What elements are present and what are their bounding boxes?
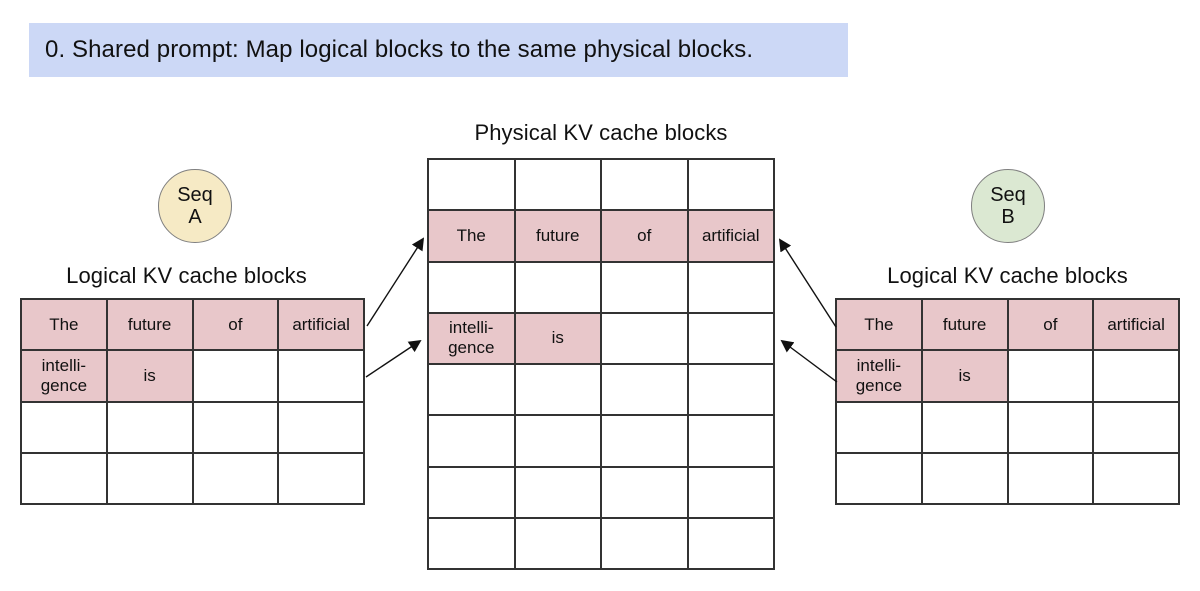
kv-block-cell-empty — [837, 453, 923, 505]
kv-block-cell-empty — [837, 402, 923, 454]
kv-block-cell-empty — [279, 351, 365, 403]
kv-block-cell-empty — [193, 351, 280, 403]
kv-block-cell-empty — [688, 518, 775, 570]
kv-block-cell-empty — [602, 518, 689, 570]
kv-block-cell-empty — [515, 160, 602, 212]
kv-block-cell-filled: future — [922, 300, 1009, 352]
kv-block-cell-filled: future — [515, 211, 602, 263]
kv-block-cell-empty — [1094, 453, 1180, 505]
kv-block-cell-filled: is — [515, 313, 602, 365]
kv-block-cell-filled: intelli- gence — [22, 351, 108, 403]
kv-block-cell-empty — [279, 402, 365, 454]
kv-block-cell-empty — [688, 160, 775, 212]
kv-block-cell-filled: is — [922, 351, 1009, 403]
kv-block-cell-empty — [688, 262, 775, 314]
kv-block-cell-empty — [279, 453, 365, 505]
kv-block-cell-empty — [602, 467, 689, 519]
kv-block-cell-filled: artificial — [279, 300, 365, 352]
kv-block-cell-filled: of — [193, 300, 280, 352]
kv-block-cell-empty — [688, 467, 775, 519]
kv-block-cell-filled: artificial — [688, 211, 775, 263]
kv-block-cell-empty — [429, 518, 516, 570]
kv-block-cell-empty — [429, 365, 516, 417]
kv-block-cell-empty — [107, 402, 194, 454]
kv-block-cell-empty — [193, 402, 280, 454]
kv-block-cell-empty — [22, 453, 108, 505]
kv-block-cell-empty — [1094, 402, 1180, 454]
kv-block-cell-empty — [688, 365, 775, 417]
kv-block-cell-filled: The — [837, 300, 923, 352]
kv-block-cell-filled: artificial — [1094, 300, 1180, 352]
kv-block-cell-empty — [602, 160, 689, 212]
kv-block-cell-empty — [602, 313, 689, 365]
arrow-seq-b-block1 — [780, 339, 838, 383]
kv-block-cell-empty — [515, 518, 602, 570]
kv-block-cell-empty — [429, 160, 516, 212]
kv-block-cell-empty — [602, 416, 689, 468]
kv-block-cell-filled: The — [22, 300, 108, 352]
seq-a-badge: Seq A — [158, 169, 232, 243]
kv-block-cell-empty — [515, 467, 602, 519]
kv-block-cell-empty — [1008, 402, 1095, 454]
kv-block-cell-empty — [515, 416, 602, 468]
arrow-seq-b-block0 — [778, 238, 837, 328]
seq-b-label: Seq B — [990, 183, 1026, 228]
kv-block-cell-empty — [1008, 351, 1095, 403]
kv-block-cell-empty — [922, 402, 1009, 454]
arrow-seq-a-block1 — [365, 339, 422, 378]
seq-a-logical-table-title: Logical KV cache blocks — [66, 263, 307, 288]
seq-b-logical-table-title: Logical KV cache blocks — [887, 263, 1128, 288]
kv-block-cell-empty — [688, 313, 775, 365]
kv-block-cell-empty — [1094, 351, 1180, 403]
kv-block-cell-empty — [22, 402, 108, 454]
kv-block-cell-filled: The — [429, 211, 516, 263]
kv-block-cell-empty — [602, 365, 689, 417]
kv-block-cell-filled: is — [107, 351, 194, 403]
seq-a-label: Seq A — [177, 183, 213, 228]
arrow-seq-a-block0 — [366, 237, 425, 327]
kv-block-cell-empty — [515, 262, 602, 314]
kv-block-cell-empty — [429, 467, 516, 519]
seq-b-badge: Seq B — [971, 169, 1045, 243]
kv-block-cell-empty — [515, 365, 602, 417]
kv-block-cell-empty — [1008, 453, 1095, 505]
kv-block-cell-empty — [922, 453, 1009, 505]
kv-block-cell-empty — [429, 262, 516, 314]
kv-block-cell-filled: intelli- gence — [429, 313, 516, 365]
kv-block-cell-filled: of — [1008, 300, 1095, 352]
physical-table-title: Physical KV cache blocks — [474, 120, 728, 145]
kv-block-cell-filled: of — [602, 211, 689, 263]
kv-block-cell-filled: future — [107, 300, 194, 352]
kv-block-cell-empty — [429, 416, 516, 468]
kv-block-cell-empty — [602, 262, 689, 314]
kv-block-cell-filled: intelli- gence — [837, 351, 923, 403]
kv-block-cell-empty — [688, 416, 775, 468]
step-banner: 0. Shared prompt: Map logical blocks to … — [29, 23, 848, 77]
kv-block-cell-empty — [193, 453, 280, 505]
kv-block-cell-empty — [107, 453, 194, 505]
